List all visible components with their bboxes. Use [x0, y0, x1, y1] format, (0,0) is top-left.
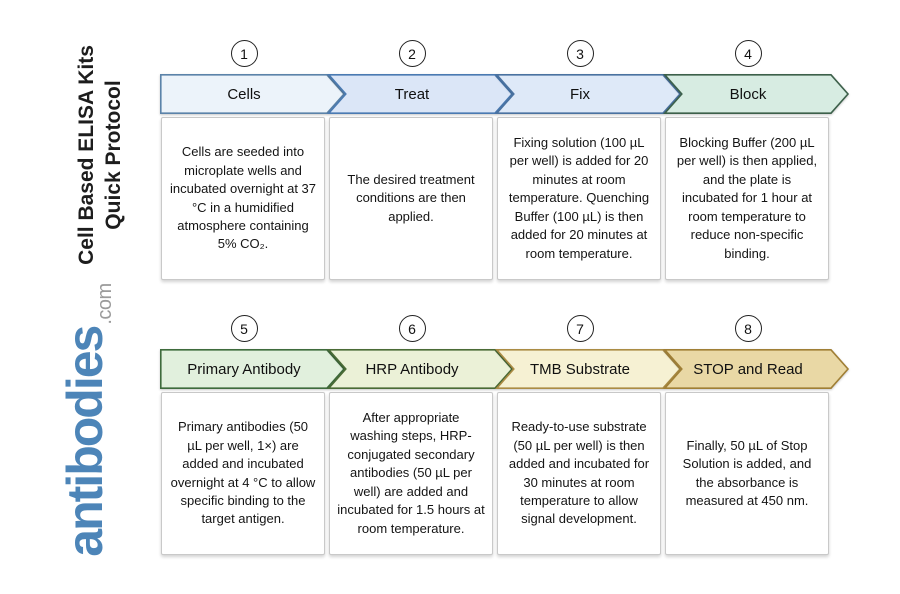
- step-description-box: After appropriate washing steps, HRP-con…: [329, 392, 493, 555]
- step-arrow: Cells: [160, 74, 346, 115]
- step-number-badge: 2: [398, 40, 426, 67]
- step-number: 6: [408, 320, 416, 337]
- step-number: 7: [576, 320, 584, 337]
- step-label: Fix: [570, 85, 590, 103]
- step-column-7: 7 TMB Substrate Ready-to-use substrate (…: [495, 315, 682, 555]
- arrow-shape-icon: [495, 74, 682, 115]
- step-label: HRP Antibody: [365, 360, 459, 378]
- step-number: 2: [408, 45, 416, 62]
- step-number-badge: 3: [566, 40, 594, 67]
- brand-wordmark: antibodies: [57, 326, 113, 557]
- protocol-row-2: 5 Primary Antibody Primary antibodies (5…: [160, 315, 850, 555]
- step-description: Finally, 50 µL of Stop Solution is added…: [682, 437, 812, 508]
- step-number: 5: [240, 320, 248, 337]
- step-description: Fixing solution (100 µL per well) is add…: [508, 134, 650, 261]
- step-column-2: 2 Treat The desired treatment conditions…: [327, 40, 514, 280]
- step-description-box: Blocking Buffer (200 µL per well) is the…: [665, 117, 829, 280]
- arrow-shape-icon: [495, 349, 682, 390]
- step-column-6: 6 HRP Antibody After appropriate washing…: [327, 315, 514, 555]
- step-label: Cells: [227, 85, 261, 103]
- step-number: 1: [240, 45, 248, 62]
- vertical-title: Cell Based ELISA Kits Quick Protocol: [72, 25, 128, 285]
- step-arrow: Block: [663, 74, 850, 115]
- step-label: Treat: [394, 85, 430, 103]
- step-description: Blocking Buffer (200 µL per well) is the…: [676, 134, 818, 261]
- step-column-3: 3 Fix Fixing solution (100 µL per well) …: [495, 40, 682, 280]
- step-number-badge: 8: [734, 315, 762, 342]
- step-label: STOP and Read: [693, 360, 803, 378]
- step-arrow: STOP and Read: [663, 349, 850, 390]
- step-column-1: 1 Cells Cells are seeded into microplate…: [160, 40, 346, 280]
- step-description: Primary antibodies (50 µL per well, 1×) …: [170, 419, 316, 527]
- step-arrow: Primary Antibody: [160, 349, 346, 390]
- step-description-box: The desired treatment conditions are the…: [329, 117, 493, 280]
- step-column-4: 4 Block Blocking Buffer (200 µL per well…: [663, 40, 850, 280]
- step-description-box: Primary antibodies (50 µL per well, 1×) …: [161, 392, 325, 555]
- step-description-box: Finally, 50 µL of Stop Solution is added…: [665, 392, 829, 555]
- step-number-badge: 4: [734, 40, 762, 67]
- step-column-8: 8 STOP and Read Finally, 50 µL of Stop S…: [663, 315, 850, 555]
- step-number-badge: 7: [566, 315, 594, 342]
- arrow-shape-icon: [160, 349, 346, 390]
- step-arrow: TMB Substrate: [495, 349, 682, 390]
- step-arrow: Fix: [495, 74, 682, 115]
- step-column-5: 5 Primary Antibody Primary antibodies (5…: [160, 315, 346, 555]
- brand-logo: antibodies .com: [53, 270, 117, 570]
- step-label: Block: [729, 85, 767, 103]
- protocol-row-1: 1 Cells Cells are seeded into microplate…: [160, 40, 850, 280]
- step-description-box: Fixing solution (100 µL per well) is add…: [497, 117, 661, 280]
- arrow-shape-icon: [663, 349, 850, 390]
- step-number-badge: 5: [230, 315, 258, 342]
- arrow-shape-icon: [327, 349, 514, 390]
- step-description: Cells are seeded into microplate wells a…: [170, 144, 316, 252]
- step-number-badge: 1: [230, 40, 258, 67]
- step-label: Primary Antibody: [187, 360, 301, 378]
- step-label: TMB Substrate: [529, 360, 631, 378]
- step-description: The desired treatment conditions are the…: [347, 171, 475, 224]
- step-description: Ready-to-use substrate (50 µL per well) …: [508, 419, 650, 527]
- title-line-1: Cell Based ELISA Kits: [74, 45, 98, 265]
- step-number: 3: [576, 45, 584, 62]
- step-description-box: Cells are seeded into microplate wells a…: [161, 117, 325, 280]
- step-number-badge: 6: [398, 315, 426, 342]
- title-line-2: Quick Protocol: [102, 80, 125, 230]
- step-number: 8: [744, 320, 752, 337]
- arrow-shape-icon: [327, 74, 514, 115]
- step-arrow: HRP Antibody: [327, 349, 514, 390]
- step-description-box: Ready-to-use substrate (50 µL per well) …: [497, 392, 661, 555]
- arrow-shape-icon: [160, 74, 346, 115]
- step-description: After appropriate washing steps, HRP-con…: [337, 409, 485, 536]
- step-arrow: Treat: [327, 74, 514, 115]
- arrow-shape-icon: [663, 74, 850, 115]
- brand-tld: .com: [93, 283, 116, 325]
- step-number: 4: [744, 45, 752, 62]
